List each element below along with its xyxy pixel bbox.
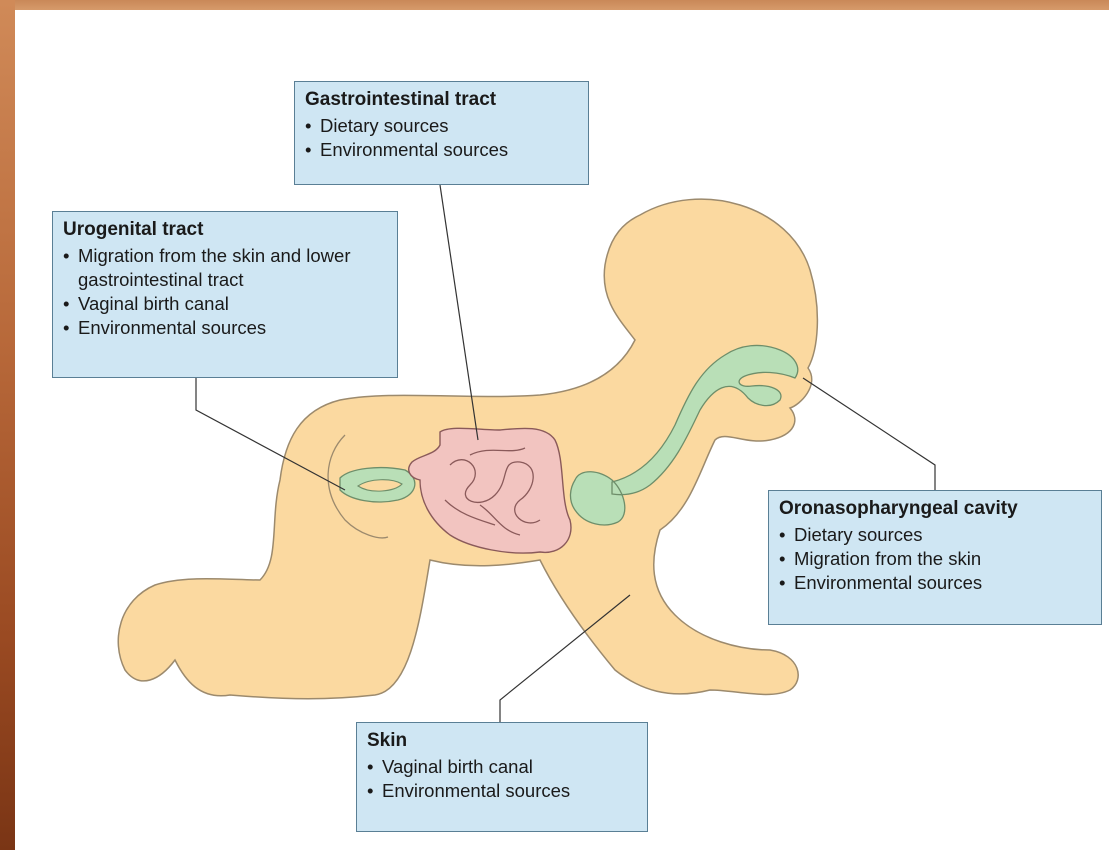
callout-skin-item: Environmental sources <box>367 779 637 803</box>
callout-urogenital-title: Urogenital tract <box>63 218 387 242</box>
callout-urogenital-item: Environmental sources <box>63 316 387 340</box>
callout-urogenital-item: Migration from the skin and lower gastro… <box>63 244 387 292</box>
callout-oronasal-list: Dietary sources Migration from the skin … <box>779 523 1091 595</box>
callout-urogenital: Urogenital tract Migration from the skin… <box>52 211 398 378</box>
callout-oronasopharyngeal: Oronasopharyngeal cavity Dietary sources… <box>768 490 1102 625</box>
callout-skin-list: Vaginal birth canal Environmental source… <box>367 755 637 803</box>
callout-oronasal-item: Environmental sources <box>779 571 1091 595</box>
callout-oronasal-item: Dietary sources <box>779 523 1091 547</box>
callout-skin: Skin Vaginal birth canal Environmental s… <box>356 722 648 832</box>
callout-urogenital-item: Vaginal birth canal <box>63 292 387 316</box>
callout-gi-title: Gastrointestinal tract <box>305 88 578 112</box>
callout-oronasal-title: Oronasopharyngeal cavity <box>779 497 1091 521</box>
callout-gi-item: Dietary sources <box>305 114 578 138</box>
callout-skin-item: Vaginal birth canal <box>367 755 637 779</box>
callout-urogenital-list: Migration from the skin and lower gastro… <box>63 244 387 340</box>
callout-gi-item: Environmental sources <box>305 138 578 162</box>
callout-gi-list: Dietary sources Environmental sources <box>305 114 578 162</box>
leader-line-oronasal <box>803 378 935 490</box>
callout-gastrointestinal: Gastrointestinal tract Dietary sources E… <box>294 81 589 185</box>
callout-oronasal-item: Migration from the skin <box>779 547 1091 571</box>
callout-skin-title: Skin <box>367 729 637 753</box>
